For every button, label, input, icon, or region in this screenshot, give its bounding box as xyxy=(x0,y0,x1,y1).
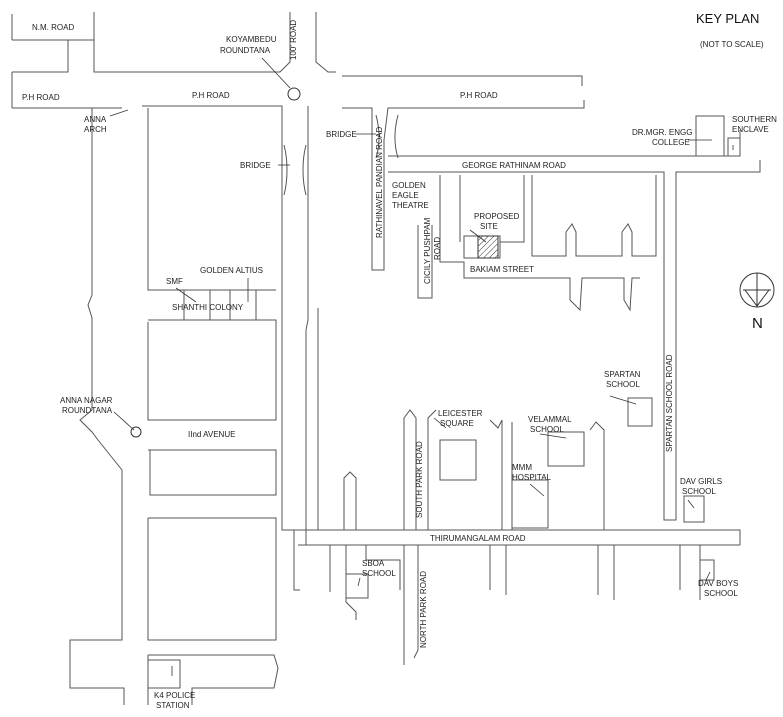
label-spartan-2: SCHOOL xyxy=(606,380,640,389)
label-smf: SMF xyxy=(166,277,183,286)
label-southern-1: SOUTHERN xyxy=(732,115,777,124)
label-dav-girls-2: SCHOOL xyxy=(682,487,716,496)
label-sboa-2: SCHOOL xyxy=(362,569,396,578)
label-thirumangalam: THIRUMANGALAM ROAD xyxy=(430,534,526,543)
label-south-park: SOUTH PARK ROAD xyxy=(415,441,424,518)
label-leicester-1: LEICESTER xyxy=(438,409,483,418)
map-labels: KEY PLAN (NOT TO SCALE) N N.M. ROAD P.H … xyxy=(22,11,777,710)
label-cicily-1: CICILY PUSHPAM xyxy=(423,217,432,284)
key-plan-title: KEY PLAN xyxy=(696,11,759,26)
label-bridge-right: BRIDGE xyxy=(326,130,357,139)
label-ph-road-mid: P.H ROAD xyxy=(192,91,230,100)
label-anna-arch-2: ARCH xyxy=(84,125,107,134)
proposed-site-hatch xyxy=(477,235,499,259)
label-dav-boys-1: DAV BOYS xyxy=(698,579,738,588)
label-velammal-2: SCHOOL xyxy=(530,425,564,434)
label-proposed-1: PROPOSED xyxy=(474,212,520,221)
koyambedu-roundtana-marker xyxy=(287,87,301,101)
north-arrow-icon xyxy=(739,272,775,308)
label-leicester-2: SQUARE xyxy=(440,419,474,428)
label-golden-eagle-2: EAGLE xyxy=(392,191,419,200)
ph-road-top-edge xyxy=(93,12,583,86)
spartan-school-road xyxy=(317,308,656,531)
label-ph-road-left: P.H ROAD xyxy=(22,93,60,102)
label-anna-nagar-2: ROUNDTANA xyxy=(62,406,113,415)
label-100-road: 100' ROAD xyxy=(289,20,298,60)
label-golden-altius: GOLDEN ALTIUS xyxy=(200,266,263,275)
key-plan-subtitle: (NOT TO SCALE) xyxy=(700,40,764,49)
thirumangalam-road xyxy=(294,529,741,665)
label-anna-arch-1: ANNA xyxy=(84,115,107,124)
label-spartan-school-road: SPARTAN SCHOOL ROAD xyxy=(665,354,674,452)
label-north-park: NORTH PARK ROAD xyxy=(419,571,428,648)
label-koyambedu-2: ROUNDTANA xyxy=(220,46,271,55)
label-k4-2: STATION xyxy=(156,701,190,710)
label-sboa-1: SBOA xyxy=(362,559,385,568)
label-proposed-2: SITE xyxy=(480,222,498,231)
label-bakiam: BAKIAM STREET xyxy=(470,265,534,274)
label-southern-2: ENCLAVE xyxy=(732,125,769,134)
label-koyambedu-1: KOYAMBEDU xyxy=(226,35,277,44)
label-second-avenue: IInd AVENUE xyxy=(188,430,235,439)
label-golden-eagle-1: GOLDEN xyxy=(392,181,426,190)
road-network xyxy=(11,12,761,705)
label-velammal-1: VELAMMAL xyxy=(528,415,572,424)
label-rathinavel: RATHINAVEL PANDIAN ROAD xyxy=(375,127,384,239)
label-nm-road: N.M. ROAD xyxy=(32,23,74,32)
bridge-left-marks xyxy=(283,144,307,196)
building-outlines xyxy=(147,115,741,689)
cicily-bakiam-roads xyxy=(417,175,657,312)
label-mmm-1: MMM xyxy=(512,463,532,472)
label-shanthi: SHANTHI COLONY xyxy=(172,303,244,312)
label-ph-road-right: P.H ROAD xyxy=(460,91,498,100)
label-george-rathinam: GEORGE RATHINAM ROAD xyxy=(462,161,566,170)
north-label: N xyxy=(752,315,763,332)
label-dav-girls-1: DAV GIRLS xyxy=(680,477,722,486)
ph-road-bottom-edge xyxy=(12,100,585,591)
label-drmgr-1: DR.MGR. ENGG xyxy=(632,128,692,137)
label-mmm-2: HOSPITAL xyxy=(512,473,552,482)
label-k4-1: K4 POLICE xyxy=(154,691,195,700)
label-spartan-1: SPARTAN xyxy=(604,370,641,379)
leader-lines xyxy=(109,57,734,676)
label-anna-nagar-1: ANNA NAGAR xyxy=(60,396,113,405)
anna-nagar-main-road xyxy=(69,108,279,705)
label-cicily-2: ROAD xyxy=(433,237,442,260)
label-bridge-left: BRIDGE xyxy=(240,161,271,170)
label-golden-eagle-3: THEATRE xyxy=(392,201,429,210)
bridge-right-marks xyxy=(375,114,399,159)
label-drmgr-2: COLLEGE xyxy=(652,138,690,147)
label-dav-boys-2: SCHOOL xyxy=(704,589,738,598)
